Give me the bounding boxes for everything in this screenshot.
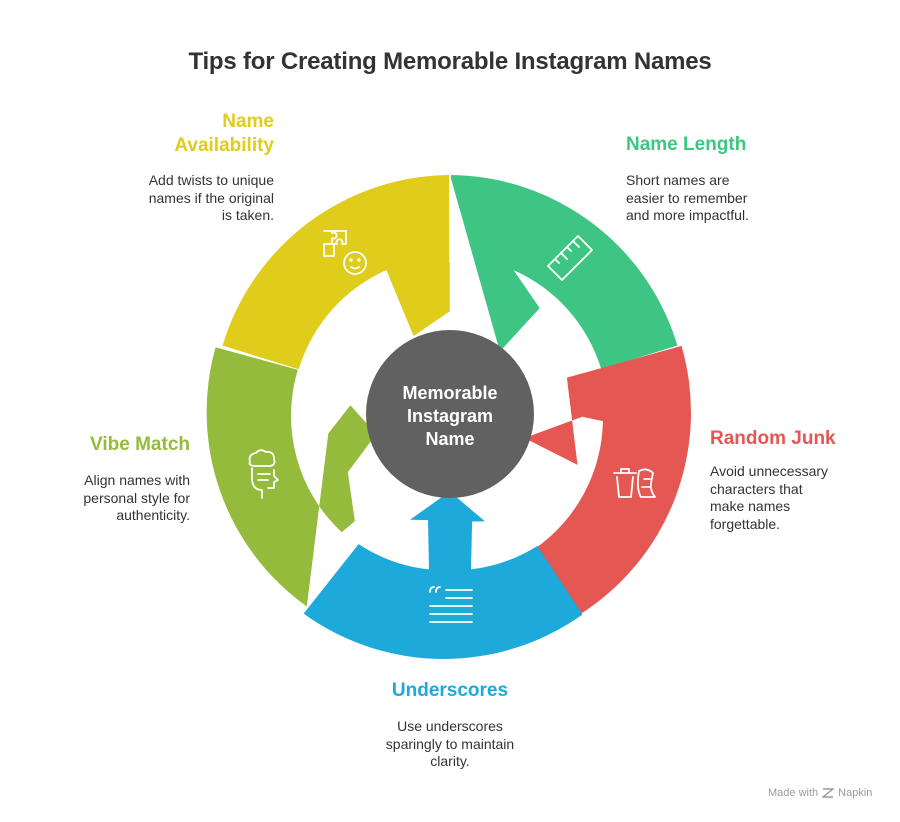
ruler-icon [547, 235, 593, 281]
name-availability-desc-line-1: Add twists to unique [148, 172, 274, 188]
name-length-desc-line-1: Short names are [626, 172, 730, 188]
random-junk-heading-line-1: Random Junk [710, 428, 836, 449]
napkin-logo-icon [822, 788, 835, 798]
name-length-heading: Name Length [626, 133, 826, 157]
vibe-match-description: Align names with personal style for auth… [30, 472, 190, 525]
random-junk-desc-line-3: make names [710, 498, 791, 514]
underscores-description: Use underscores sparingly to maintain cl… [340, 718, 560, 771]
center-line-1: Memorable [402, 382, 498, 403]
random-junk-heading: Random Junk [710, 427, 880, 451]
random-junk-desc-line-1: Avoid unnecessary [710, 463, 829, 479]
napkin-brand-label: Napkin [838, 787, 873, 799]
random-junk-description: Avoid unnecessary characters that make n… [710, 463, 880, 533]
puzzle-face-icon [323, 230, 367, 275]
name-availability-desc-line-3: is taken. [221, 207, 274, 223]
underscores-desc-line-1: Use underscores [397, 718, 503, 734]
vibe-match-desc-line-1: Align names with [84, 472, 190, 488]
name-availability-desc-line-2: names if the original [148, 189, 274, 206]
vibe-match-desc-line-3: authenticity. [116, 507, 190, 523]
vibe-match-heading-line-1: Vibe Match [90, 434, 190, 455]
quote-text-icon [429, 586, 473, 623]
segment-name-length [450, 175, 678, 370]
name-length-heading-line-1: Name Length [626, 134, 747, 155]
random-junk-desc-line-2: characters that [710, 480, 803, 497]
center-circle [366, 330, 534, 498]
made-with-label: Made with [768, 787, 819, 799]
name-length-description: Short names are easier to remember and m… [626, 172, 826, 225]
name-availability-heading-line-1: Name [222, 111, 274, 132]
thinking-head-icon [248, 449, 279, 499]
diagram-title: Tips for Creating Memorable Instagram Na… [188, 48, 712, 75]
vibe-match-desc-line-2: personal style for [83, 489, 190, 506]
segment-name-availability [222, 175, 450, 370]
name-availability-heading-line-2: Availability [174, 135, 274, 156]
footer-credit[interactable]: Made with Napkin [768, 787, 872, 799]
random-junk-desc-line-4: forgettable. [710, 515, 781, 532]
name-availability-description: Add twists to unique names if the origin… [100, 172, 274, 225]
center-line-2: Instagram [406, 405, 494, 426]
underscores-heading-line-1: Underscores [391, 680, 509, 701]
segment-vibe-match [206, 347, 377, 607]
trash-icon [613, 468, 656, 498]
center-label: Memorable Instagram Name [372, 374, 528, 458]
vibe-match-heading: Vibe Match [40, 433, 190, 457]
segment-underscores [303, 491, 583, 659]
name-length-desc-line-2: easier to remember [626, 189, 748, 206]
name-length-desc-line-3: and more impactful. [626, 207, 749, 223]
underscores-heading: Underscores [350, 679, 550, 703]
underscores-desc-line-3: clarity. [430, 753, 470, 769]
segment-random-junk [524, 345, 691, 616]
center-line-3: Name [425, 428, 475, 449]
name-availability-heading: Name Availability [120, 110, 274, 158]
underscores-desc-line-2: sparingly to maintain [385, 735, 515, 752]
